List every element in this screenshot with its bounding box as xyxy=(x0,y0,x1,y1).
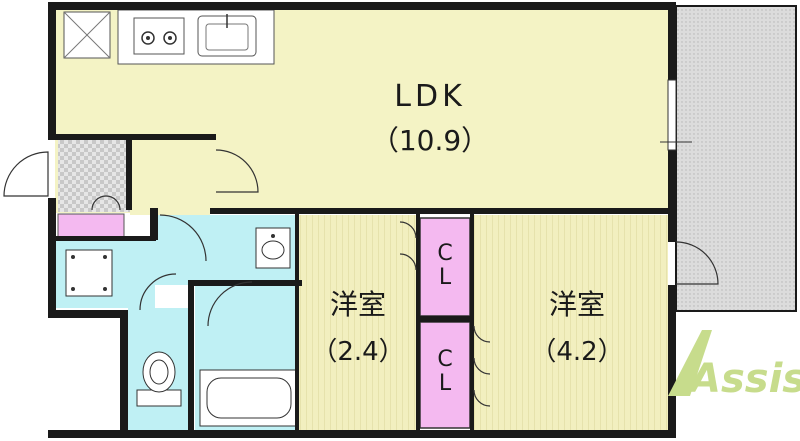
western-room-small xyxy=(298,215,418,430)
western-room-large-size: （4.2） xyxy=(530,337,623,367)
svg-text:C: C xyxy=(437,347,452,372)
ldk-label: LDK xyxy=(394,79,466,114)
western-room-small-size: （2.4） xyxy=(311,337,404,367)
stove-icon xyxy=(133,17,185,55)
wash-basin-icon xyxy=(255,227,291,269)
assist-logo: Assist xyxy=(668,330,800,402)
closet-upper-label: C L xyxy=(437,241,452,290)
entrance-floor xyxy=(58,140,130,212)
closet-lower-label: C L xyxy=(437,347,452,396)
svg-text:L: L xyxy=(439,371,452,396)
bathtub-icon xyxy=(199,369,298,427)
toilet-icon xyxy=(136,351,182,407)
svg-text:C: C xyxy=(437,241,452,266)
door-swings xyxy=(3,149,719,407)
walls xyxy=(48,2,676,438)
sink-icon xyxy=(197,14,257,57)
svg-text:L: L xyxy=(439,265,452,290)
washing-machine-icon xyxy=(65,249,113,297)
ldk-size: （10.9） xyxy=(371,124,489,157)
balcony xyxy=(675,5,797,312)
assist-logo-text: Assist xyxy=(687,356,800,402)
balcony-window xyxy=(660,79,692,151)
western-room-small-label: 洋室 xyxy=(330,288,386,321)
hallway xyxy=(130,140,210,215)
western-room-large-label: 洋室 xyxy=(549,288,605,321)
fridge-space-icon xyxy=(63,11,111,59)
western-room-large xyxy=(473,215,668,430)
shoe-cabinet xyxy=(57,213,125,239)
